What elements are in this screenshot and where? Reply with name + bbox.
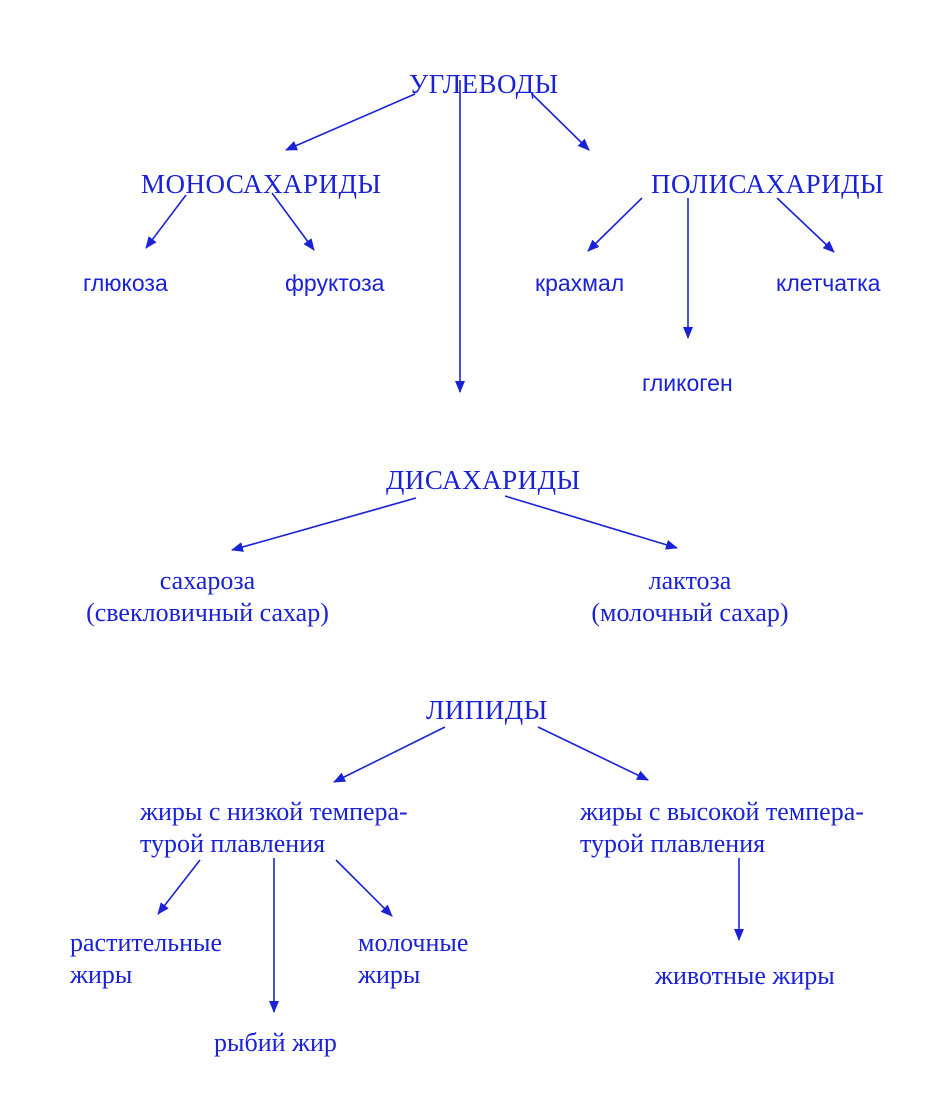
arrow-di-to-sucrose <box>231 497 417 552</box>
arrow-carbs-to-mono <box>285 93 416 151</box>
high-melting-line2: турой плавления <box>580 829 766 858</box>
plant-fats-line1: растительные <box>70 928 223 957</box>
low-melting-line2: турой плавления <box>140 829 326 858</box>
lipids-root-label: ЛИПИДЫ <box>426 695 548 725</box>
animal-fats-label: животные жиры <box>655 961 835 990</box>
fish-oil-label: рыбий жир <box>214 1028 337 1057</box>
sucrose-block: сахароза (свекловичный сахар) <box>70 565 345 629</box>
sucrose-note: (свекловичный сахар) <box>86 598 329 627</box>
arrow-lipids-to-high <box>537 726 649 781</box>
carbs-root-label: УГЛЕВОДЫ <box>409 69 559 99</box>
mono-title: МОНОСАХАРИДЫ <box>141 169 382 199</box>
poly-title: ПОЛИСАХАРИДЫ <box>651 169 885 199</box>
di-title: ДИСАХАРИДЫ <box>386 465 581 495</box>
arrow-poly-to-cellulose <box>776 197 835 253</box>
plant-fats-block: растительные жиры <box>70 927 222 991</box>
milk-fats-line1: молочные <box>358 928 469 957</box>
arrow-poly-to-starch <box>587 197 643 252</box>
arrow-lipids-to-low <box>333 726 446 783</box>
high-melting-block: жиры с высокой темпера- турой плавления <box>580 796 864 860</box>
low-melting-line1: жиры с низкой темпера- <box>140 797 408 826</box>
milk-fats-line2: жиры <box>358 960 421 989</box>
high-melting-line1: жиры с высокой темпера- <box>580 797 864 826</box>
glucose-label: глюкоза <box>83 270 168 296</box>
arrow-low-to-plant <box>157 859 201 915</box>
lactose-name: лактоза <box>648 566 732 595</box>
arrow-low-to-milk <box>335 859 393 917</box>
arrow-carbs-to-poly <box>531 93 590 151</box>
milk-fats-block: молочные жиры <box>358 927 468 991</box>
arrow-mono-to-glucose <box>145 194 187 249</box>
plant-fats-line2: жиры <box>70 960 133 989</box>
fructose-label: фруктоза <box>285 270 385 296</box>
glycogen-label: гликоген <box>642 370 733 396</box>
lactose-block: лактоза (молочный сахар) <box>575 565 805 629</box>
cellulose-label: клетчатка <box>776 270 881 296</box>
lactose-note: (молочный сахар) <box>591 598 789 627</box>
low-melting-block: жиры с низкой темпера- турой плавления <box>140 796 408 860</box>
starch-label: крахмал <box>535 270 625 296</box>
arrow-mono-to-fructose <box>271 192 315 251</box>
sucrose-name: сахароза <box>159 566 256 595</box>
arrow-di-to-lactose <box>504 495 678 550</box>
